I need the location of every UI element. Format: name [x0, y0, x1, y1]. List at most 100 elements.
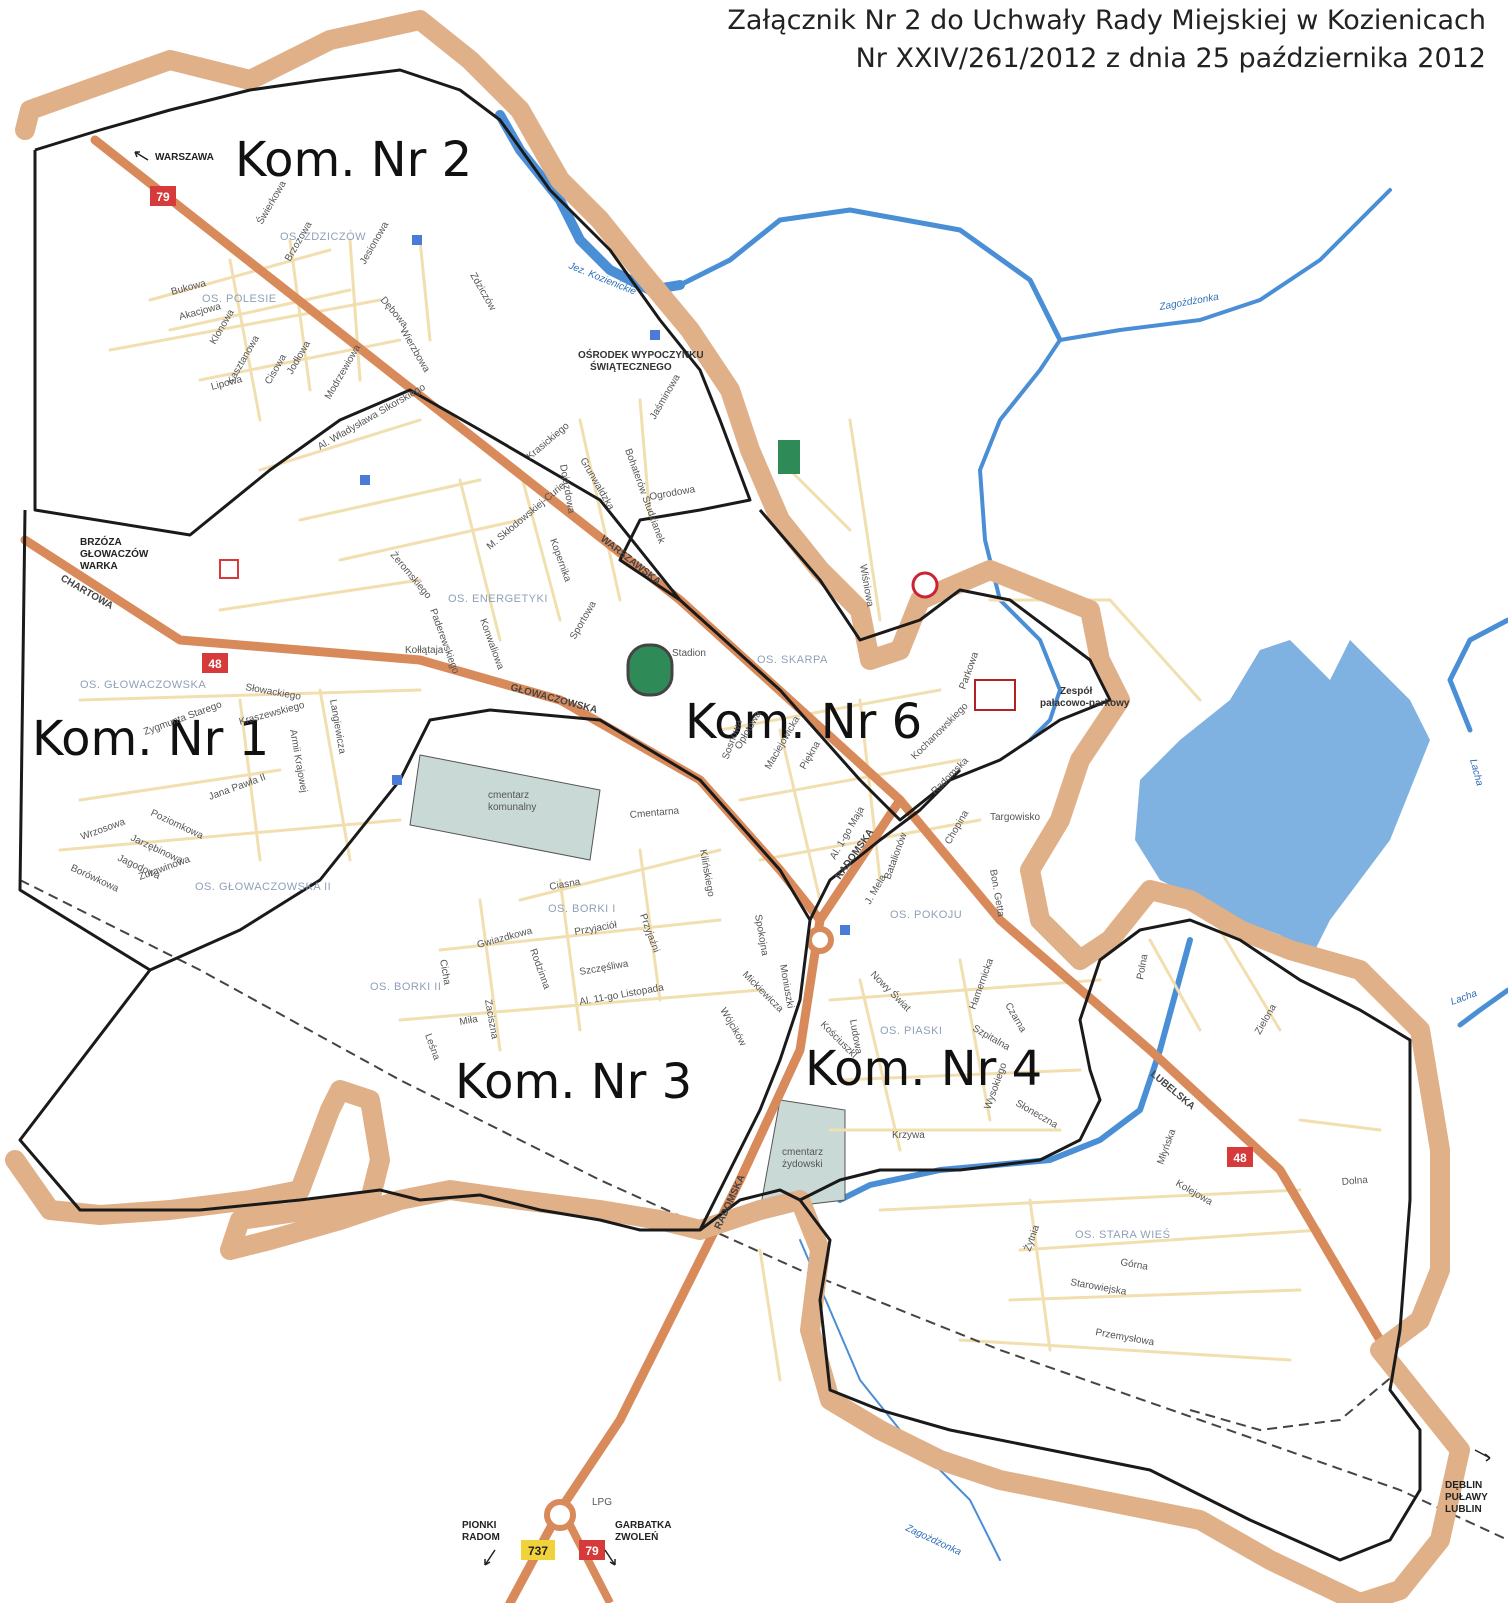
- street-label: Borówkowa: [69, 863, 121, 895]
- street-label: Kilińskiego: [697, 849, 716, 898]
- street-label: Jaśminowa: [648, 372, 683, 421]
- direction-deblin-3: LUBLIN: [1445, 1504, 1482, 1515]
- street-label: Cmentarna: [629, 806, 680, 821]
- svg-text:79: 79: [585, 1544, 599, 1558]
- map-header: Załącznik Nr 2 do Uchwały Rady Miejskiej…: [727, 2, 1486, 78]
- street-label: Starowiejska: [1069, 1277, 1127, 1298]
- street-label: Przyjaciół: [574, 920, 619, 938]
- district-label-kom1: Kom. Nr 1: [32, 711, 269, 767]
- river-branch-top: [677, 207, 1063, 343]
- direction-brzoza-1: BRZÓZA: [80, 535, 122, 548]
- stadium-icon[interactable]: [626, 643, 674, 697]
- hospital-icon: [219, 559, 239, 579]
- direction-brzoza-2: GŁOWACZÓW: [80, 547, 149, 560]
- roundabout-center: [806, 926, 834, 954]
- street-label: Spokojna: [752, 914, 770, 957]
- boundary-kom6-south: [808, 768, 962, 921]
- place-cemetery-jewish-1: cmentarz: [782, 1147, 823, 1158]
- estate-glowaczowska: OS. GŁOWACZOWSKA: [80, 679, 206, 691]
- estate-borki-2: OS. BORKI II: [370, 981, 441, 993]
- river-label-zagozdzonka-top: Zagożdżonka: [1158, 292, 1220, 314]
- street-label: Sportowa: [568, 599, 599, 641]
- railway-siding: [1189, 1369, 1401, 1432]
- street-label: Kraszewskiego: [238, 700, 306, 728]
- estate-glowaczowska-2: OS. GŁOWACZOWSKA II: [195, 881, 331, 893]
- reservoir-lake: [1135, 640, 1430, 960]
- header-line-1: Załącznik Nr 2 do Uchwały Rady Miejskiej…: [727, 5, 1486, 36]
- estate-pokoju: OS. POKOJU: [890, 909, 962, 921]
- river-zagozdzonka: [978, 188, 1392, 742]
- boundary-kom6: [678, 509, 1112, 822]
- street-label: Zdziczów: [467, 271, 498, 313]
- place-zespol-2: pałacowo-parkowy: [1040, 698, 1130, 709]
- street-label: Al. 11-go Listopada: [579, 982, 665, 1008]
- railway-line: [19, 879, 1508, 1541]
- place-cemetery-municipal-1: cmentarz: [488, 790, 529, 801]
- street-label: Słoneczna: [1014, 1098, 1060, 1131]
- street-label: Zaciszna: [482, 999, 500, 1041]
- street-label: Żeromskiego: [388, 549, 435, 602]
- parking-icon-3[interactable]: [360, 475, 370, 485]
- direction-garbatka-1: GARBATKA: [615, 1520, 671, 1531]
- street-label: Czarna: [1002, 1001, 1028, 1035]
- road-shield-48-right: 48: [1227, 1147, 1253, 1167]
- estate-borki-1: OS. BORKI I: [548, 903, 616, 915]
- road-shield-48-left: 48: [202, 653, 228, 673]
- street-label: Armii Krajowej: [287, 729, 309, 794]
- street-label: Jesionowa: [358, 220, 391, 267]
- svg-text:48: 48: [208, 657, 222, 671]
- street-label: Rodzinna: [527, 947, 552, 991]
- street-label: Polna: [1135, 953, 1150, 981]
- street-label: Górna: [1119, 1257, 1149, 1273]
- cemetery-municipal: [409, 754, 601, 861]
- direction-deblin-1: DĘBLIN: [1445, 1480, 1482, 1491]
- palace-icon: [974, 679, 1016, 711]
- street-label: Grunwaldzka: [577, 456, 616, 512]
- direction-warszawa: WARSZAWA: [155, 152, 214, 163]
- direction-brzoza-3: WARKA: [80, 561, 118, 572]
- boundary-kom3-east: [698, 919, 812, 1231]
- street-label: Cicha: [437, 959, 452, 987]
- district-label-kom6: Kom. Nr 6: [685, 694, 922, 750]
- road-shield-737: 737: [521, 1540, 555, 1560]
- river-lacha-top: [1447, 617, 1508, 733]
- estate-energetyki: OS. ENERGETYKI: [448, 593, 548, 605]
- roundabout-south: [544, 1499, 576, 1531]
- street-label: Poziomkowa: [149, 808, 205, 842]
- svg-text:48: 48: [1233, 1151, 1247, 1165]
- estate-skarpa: OS. SKARPA: [757, 654, 828, 666]
- street-label: Kasztanowa: [225, 333, 262, 386]
- road-shield-79-top: 79: [150, 186, 176, 206]
- sports-field-icon[interactable]: [778, 440, 800, 474]
- place-cemetery-jewish-2: żydowski: [782, 1159, 823, 1170]
- street-label: Przyjaźni: [637, 912, 661, 954]
- road-48-lubelska: [995, 915, 1385, 1345]
- direction-pionki-2: RADOM: [462, 1532, 500, 1543]
- place-cemetery-municipal-2: komunalny: [488, 802, 536, 813]
- place-osrodek-1: OŚRODEK WYPOCZYNKU: [578, 348, 704, 361]
- place-stadion: Stadion: [672, 648, 706, 659]
- river-label-zagozdzonka-bottom: Zagożdżonka: [903, 1522, 963, 1558]
- cemetery-jewish: [759, 1099, 846, 1211]
- direction-deblin-2: PUŁAWY: [1445, 1492, 1488, 1503]
- road-south-east-branch: [566, 1523, 614, 1603]
- estate-polesie: OS. POLESIE: [202, 293, 277, 305]
- estate-stara-wies: OS. STARA WIEŚ: [1075, 1228, 1170, 1241]
- district-boundaries: [18, 68, 1422, 1562]
- parking-icon[interactable]: [412, 235, 422, 245]
- river-label-lacha-mid: Lacha: [1449, 988, 1479, 1008]
- river-bottom: [799, 1239, 1001, 1561]
- parking-icon-5[interactable]: [840, 925, 850, 935]
- parking-icon-4[interactable]: [392, 775, 402, 785]
- estate-piaski: OS. PIASKI: [880, 1025, 942, 1037]
- street-label: Krasickiego: [525, 420, 572, 462]
- place-osrodek-2: ŚWIĄTECZNEGO: [590, 360, 672, 373]
- boundary-kom4: [798, 918, 1422, 1562]
- street-label: Nowy Świat: [868, 968, 914, 1014]
- direction-arrows: [134, 151, 1491, 1566]
- boundary-kom1: [18, 509, 812, 972]
- street-label: Szczęśliwa: [579, 958, 630, 977]
- city-boundary: [5, 10, 1470, 1603]
- parking-icon-2[interactable]: [650, 330, 660, 340]
